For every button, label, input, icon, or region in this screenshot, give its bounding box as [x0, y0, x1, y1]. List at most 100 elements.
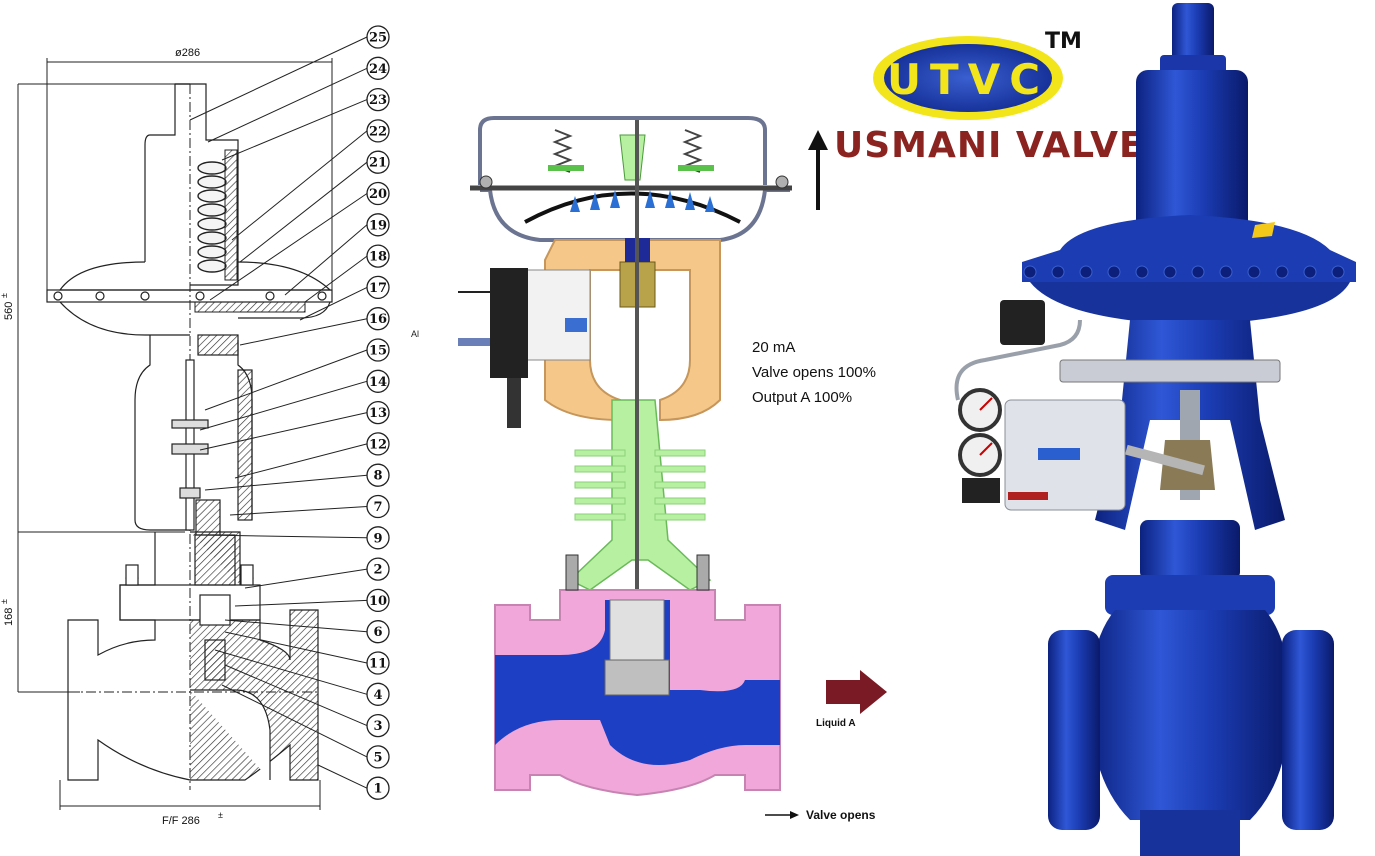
callout-number: 1: [373, 782, 382, 797]
positioner-brand-strip: [1008, 492, 1048, 500]
logo-inner: [884, 44, 1052, 112]
top-diameter-dimension: ø286: [175, 47, 200, 59]
up-arrow: [808, 130, 828, 210]
diaphragm-lower: [1030, 282, 1350, 325]
callout-circle: [366, 713, 390, 738]
callout-number: 5: [373, 750, 382, 765]
callout-number: 12: [369, 437, 387, 452]
technical-section-drawing: ø286 560 ± 168 ± F/F 286 ±: [0, 25, 419, 827]
callout-leader: [221, 99, 368, 161]
callout-number: 21: [369, 156, 387, 171]
yoke: [134, 334, 253, 531]
brand-block: UTVC TM USMANI VALVES: [834, 29, 1171, 166]
callout-number: 15: [369, 344, 387, 359]
valve-opens-label: Valve opens: [806, 808, 876, 822]
valve-opens-arrow: [765, 811, 799, 819]
callout-leader: [234, 599, 368, 607]
callout-leader: [231, 130, 368, 241]
callout-leader: [189, 36, 368, 121]
callout-circle: [366, 213, 390, 237]
callout-leader: [299, 286, 368, 321]
height-dimension-tolerance: ±: [0, 293, 9, 298]
callout-leader: [209, 193, 368, 301]
callout-circle: [366, 463, 390, 487]
callout-circle: [366, 56, 390, 80]
yellow-tag: [1252, 222, 1275, 238]
flange-bolt: [1191, 265, 1205, 279]
callout-circle: [366, 682, 390, 706]
flange-bolt: [1219, 265, 1233, 279]
callout-number: 11: [369, 657, 387, 672]
body-bolts: [565, 554, 710, 591]
callout-leader: [221, 684, 368, 758]
callout-circle: [366, 338, 390, 362]
callout-leader: [204, 349, 368, 411]
callout-circle: [366, 25, 390, 49]
callout-circle: [366, 494, 390, 519]
callout-leader: [207, 67, 368, 143]
callout-leader: [244, 568, 368, 589]
stem-top: [619, 134, 646, 181]
valve-seat: [604, 659, 670, 696]
lower-height-dimension: 168: [3, 608, 15, 626]
flange-bolt: [1107, 265, 1121, 279]
flange-bolt: [1303, 265, 1317, 279]
callout-number: 14: [369, 375, 387, 390]
face-to-face-dimension: F/F 286: [162, 815, 200, 827]
diaphragm-bolts: [1023, 265, 1345, 279]
callout-circle: [366, 400, 390, 425]
callout-leader: [204, 474, 368, 491]
product-bonnet: [1140, 520, 1240, 580]
yoke-green: [568, 399, 712, 591]
spring-guide: [224, 149, 238, 281]
callout-number: 16: [369, 312, 387, 327]
diaphragm-plate: [194, 301, 306, 313]
callout-number: 24: [369, 62, 387, 77]
positioner-label: [1038, 448, 1080, 460]
callout-circle: [366, 87, 390, 112]
spring-seat-left: [548, 165, 584, 171]
pressure-gauges: [958, 388, 1002, 477]
flange-bolt-right: [775, 175, 789, 189]
callout-number: 7: [373, 500, 382, 515]
air-tubing: [954, 319, 1082, 401]
flange-bolt: [1331, 265, 1345, 279]
flange-bolt: [1023, 265, 1037, 279]
mounting-bracket: [1059, 359, 1281, 383]
gauge-block: [962, 478, 1000, 503]
flange-bolt: [1163, 265, 1177, 279]
logo-text: UTVC: [887, 55, 1049, 104]
lower-height-dimension-tolerance: ±: [0, 599, 9, 604]
callout-number: 17: [369, 281, 387, 296]
callout-circle: [366, 119, 390, 143]
body-flange-top: [1105, 575, 1275, 615]
end-flange-left: [1048, 630, 1100, 830]
callout-circle: [366, 150, 390, 174]
callout-leader: [239, 161, 368, 263]
callout-number: 23: [369, 93, 387, 108]
part-callouts: 2524232221201918171615141312879210611435…: [189, 25, 390, 800]
flange-bolt: [1051, 265, 1065, 279]
callout-leader: [224, 631, 368, 664]
cooling-fins: [574, 449, 706, 521]
callout-circle: [366, 776, 390, 800]
end-flange-right: [1282, 630, 1334, 830]
signal-current: 20 mA: [752, 339, 795, 356]
callout-leader: [317, 764, 368, 789]
callout-number: 10: [369, 594, 387, 609]
spring-seat-right: [678, 165, 714, 171]
callout-number: 13: [369, 406, 387, 421]
callout-circle: [366, 307, 390, 331]
flange-bolt: [1247, 265, 1261, 279]
face-to-face-tolerance: ±: [218, 810, 223, 820]
callout-leader: [304, 255, 368, 303]
valve-body-section: [67, 531, 319, 781]
callout-circle: [366, 275, 390, 300]
signal-output: Output A 100%: [752, 389, 852, 406]
flow-arrow: [826, 670, 887, 714]
callout-leader: [239, 318, 368, 346]
height-dimension: 560: [3, 302, 15, 320]
stray-label: Al: [411, 329, 419, 339]
callout-circle: [366, 745, 390, 769]
